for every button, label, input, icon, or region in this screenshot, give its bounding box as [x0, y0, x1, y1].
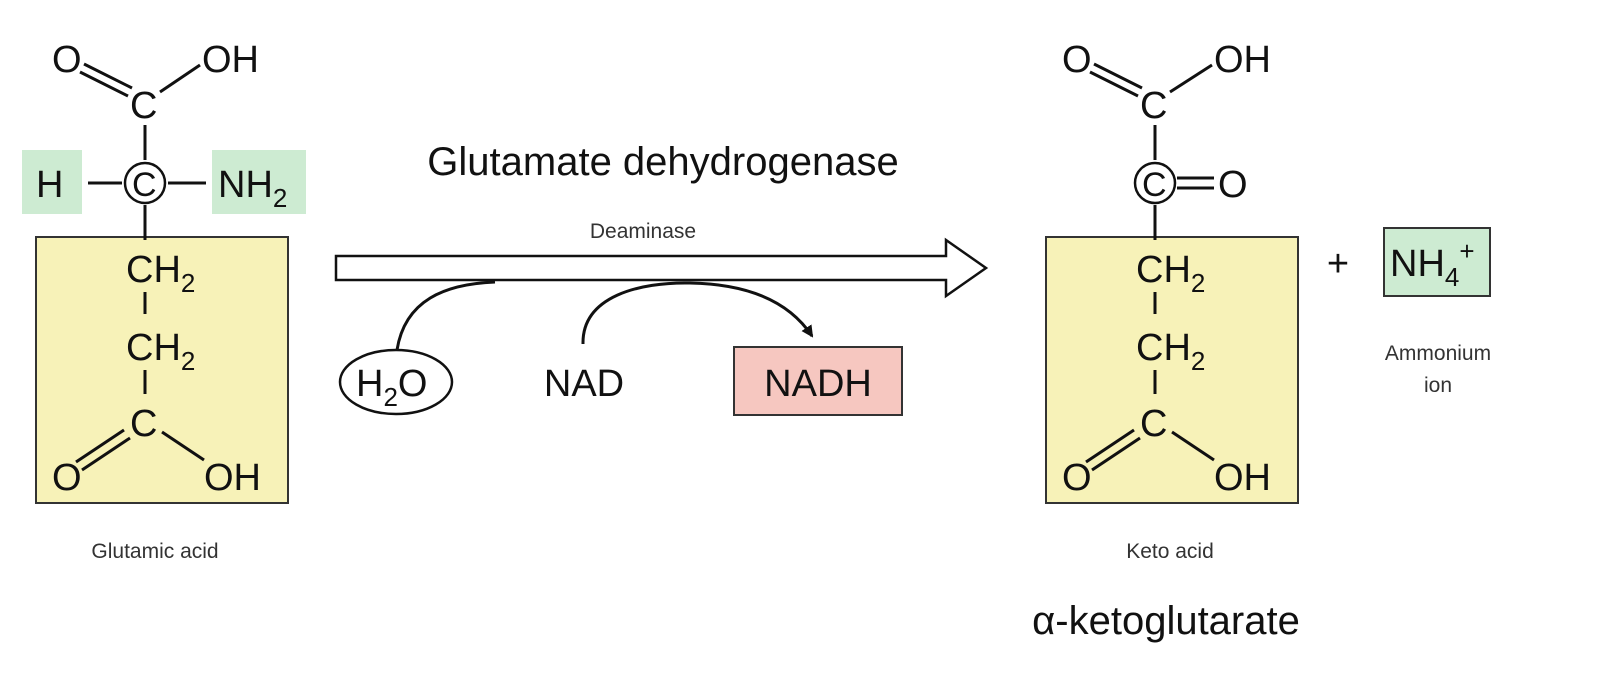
keto-carbon: C	[1142, 166, 1167, 204]
product-side-carboxyl-carbon: C	[1140, 403, 1167, 445]
carboxyl-hydroxyl: OH	[202, 39, 259, 81]
nad-curve	[581, 281, 814, 345]
product-carboxyl-carbon: C	[1140, 85, 1167, 127]
amino-highlight	[212, 150, 306, 214]
product-side-carboxyl-hydroxyl: OH	[1214, 457, 1271, 499]
alpha-ketoglutarate-label: α-ketoglutarate	[1032, 599, 1300, 643]
water-formula: H2O	[356, 363, 427, 412]
plus-sign: +	[1327, 243, 1349, 285]
ammonium-box	[1383, 227, 1491, 297]
keto-carbon-ring	[1133, 161, 1177, 205]
product-carboxyl-oxygen: O	[1062, 39, 1092, 81]
amino-group: NH2	[218, 164, 287, 213]
ammonium-formula: NH4+	[1390, 236, 1475, 292]
alpha-hydrogen: H	[36, 164, 63, 206]
methylene-1: CH2	[126, 249, 195, 298]
ammonium-label-line1: Ammonium	[1385, 342, 1491, 365]
alpha-carbon: C	[132, 166, 157, 204]
nad-label: NAD	[544, 363, 624, 405]
glutamic-acid-molecule: O OH C C H NH2 CH2 CH2 C O OH Glutamic a…	[22, 39, 306, 563]
side-chain-box	[35, 236, 289, 504]
nadh-box	[733, 346, 903, 416]
carboxyl-carbon: C	[130, 85, 157, 127]
glutamic-acid-label: Glutamic acid	[91, 540, 218, 563]
ammonium-group: + NH4+ Ammonium ion	[1327, 227, 1491, 397]
product-carboxyl-hydroxyl: OH	[1214, 39, 1271, 81]
water-curve	[395, 280, 496, 351]
hydrogen-highlight	[22, 150, 82, 214]
carboxyl-oxygen: O	[52, 39, 82, 81]
product-side-chain-box	[1045, 236, 1299, 504]
product-methylene-2: CH2	[1136, 327, 1205, 376]
methylene-2: CH2	[126, 327, 195, 376]
alpha-carbon-ring	[123, 161, 167, 205]
side-carboxyl-hydroxyl: OH	[204, 457, 261, 499]
enzyme-type: Deaminase	[590, 220, 696, 243]
ammonium-label-line2: ion	[1424, 374, 1452, 397]
product-methylene-1: CH2	[1136, 249, 1205, 298]
side-carboxyl-carbon: C	[130, 403, 157, 445]
keto-acid-label: Keto acid	[1126, 540, 1214, 563]
side-carboxyl-oxygen: O	[52, 457, 82, 499]
reaction-arrow-group: Glutamate dehydrogenase Deaminase H2O NA…	[334, 140, 989, 416]
reaction-arrow	[334, 237, 989, 299]
nadh-label: NADH	[764, 363, 872, 405]
keto-acid-molecule: O OH C C O CH2 CH2 C O OH Keto acid α-ke…	[1032, 39, 1300, 643]
enzyme-name: Glutamate dehydrogenase	[427, 140, 898, 184]
product-side-carboxyl-oxygen: O	[1062, 457, 1092, 499]
water-oval	[338, 348, 454, 416]
keto-oxygen: O	[1218, 164, 1248, 206]
